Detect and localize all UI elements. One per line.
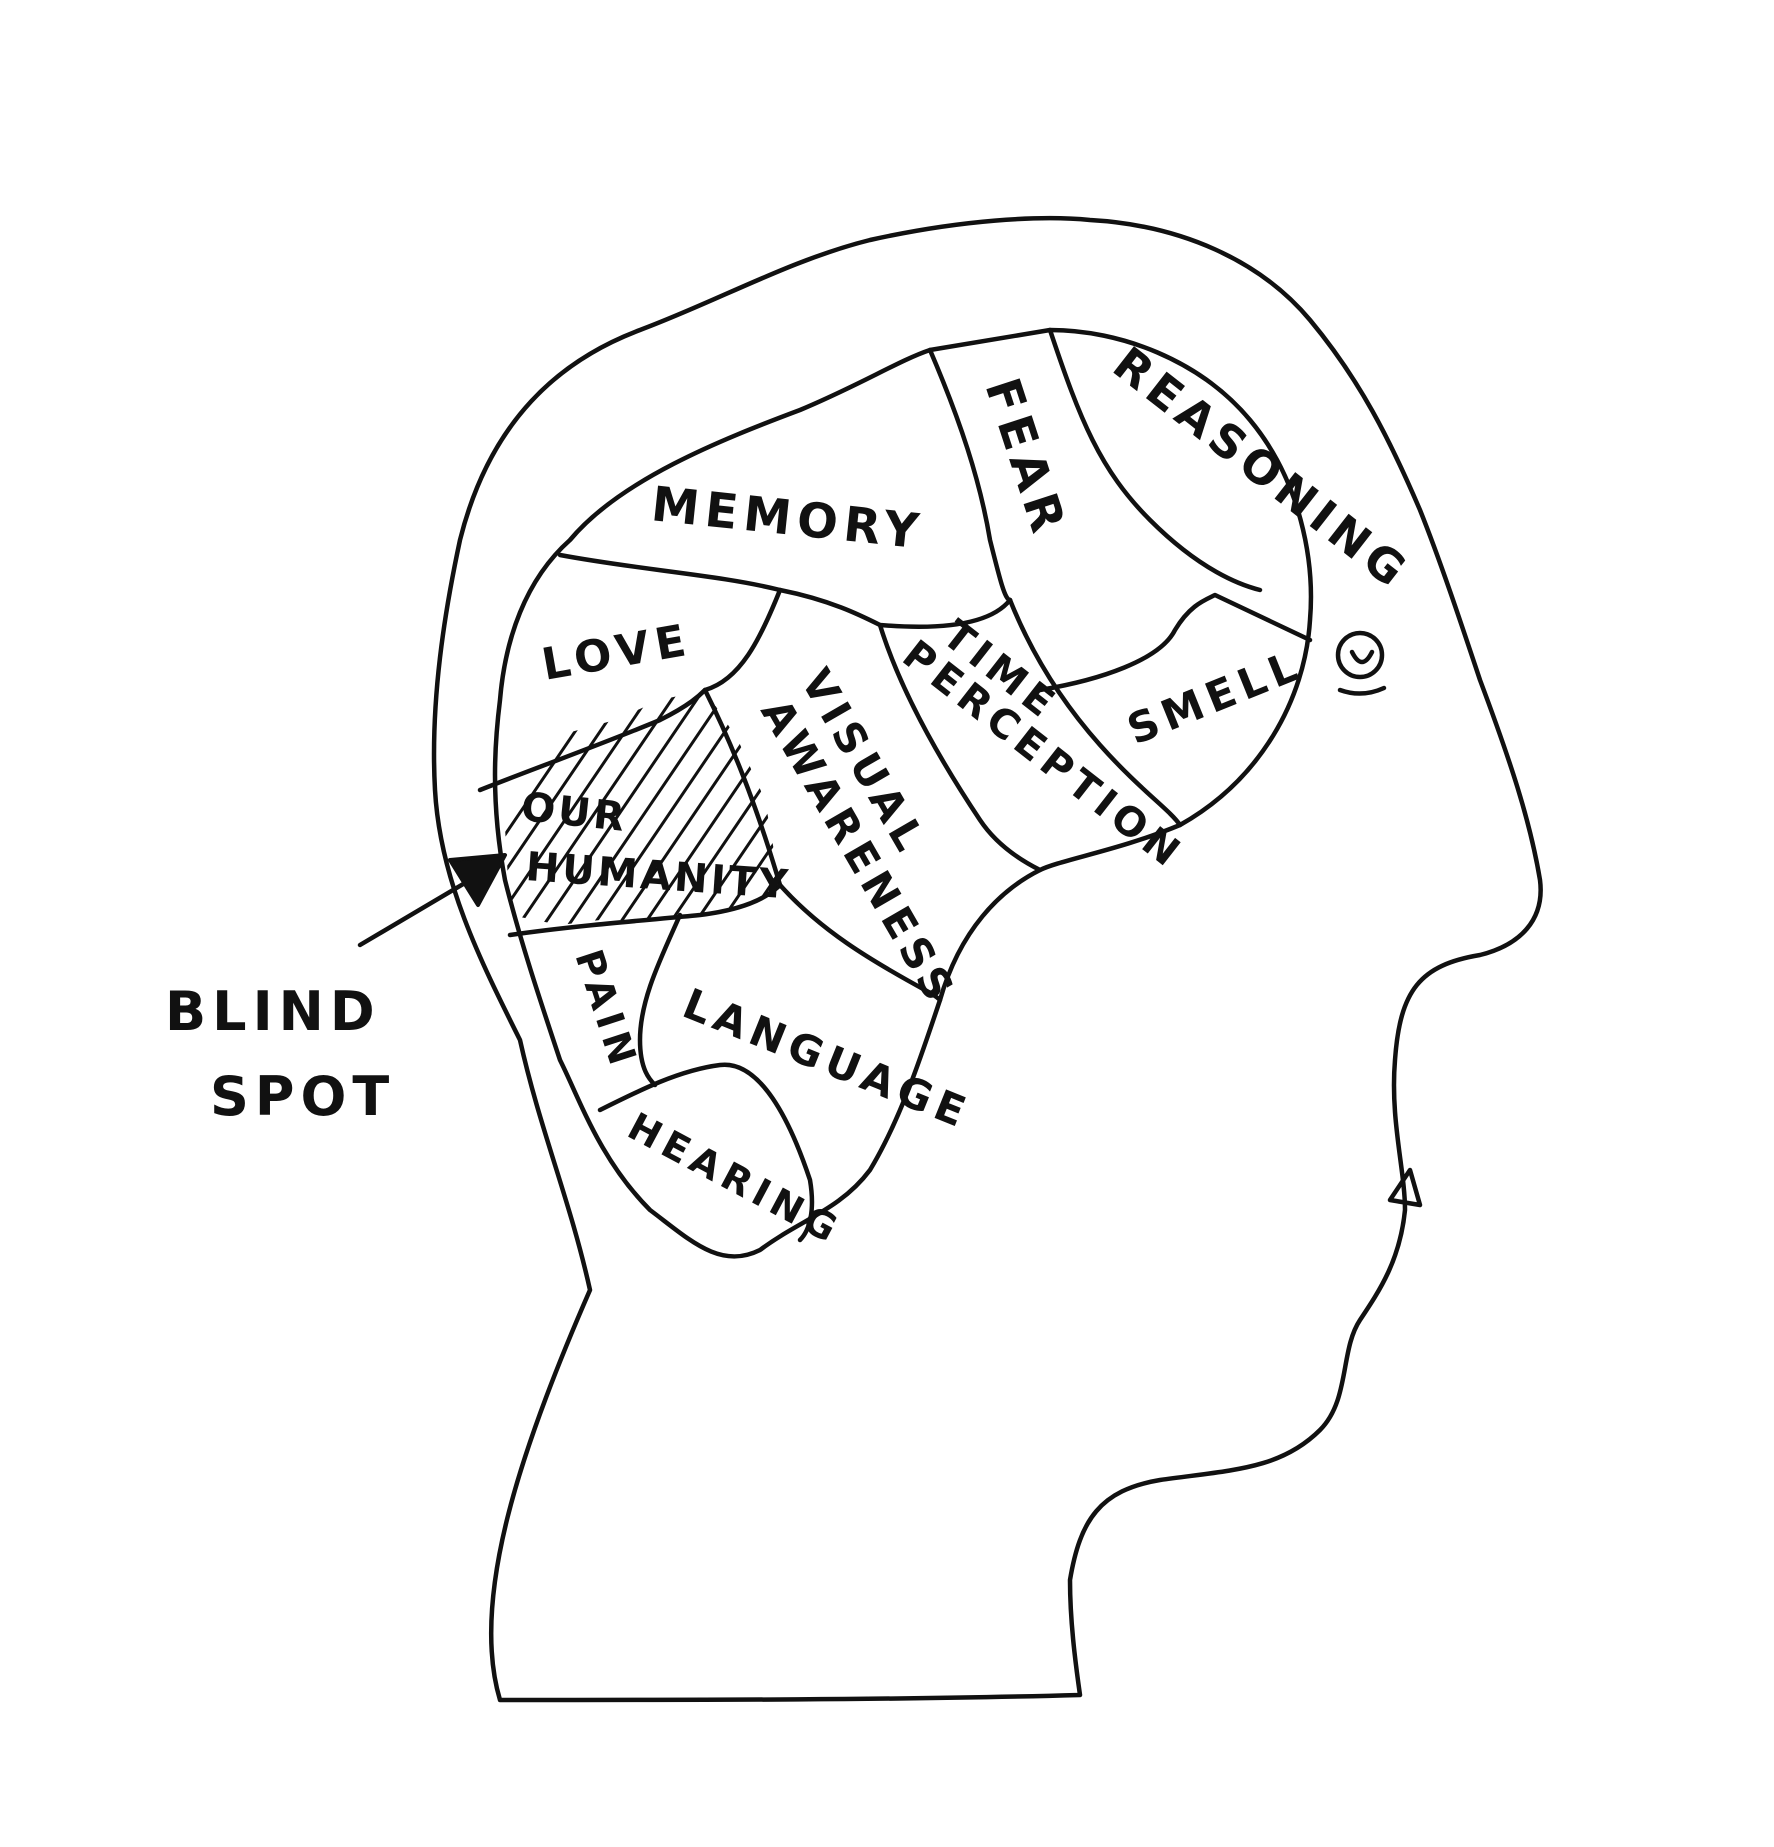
callout-spot: SPOT [210,1065,395,1128]
label-fear: FEAR [974,371,1078,544]
blind-spot-arrow [357,853,507,948]
brain-outline [492,327,1314,1259]
head-outline [431,215,1543,1703]
label-memory: MEMORY [649,476,928,560]
nostril-mark [1387,1167,1423,1208]
label-pain: PAIN [566,944,646,1075]
label-humanity-line1: OUR [519,784,630,841]
callout-blind: BLIND [165,980,381,1043]
label-humanity-line2: HUMANITY [524,844,792,908]
label-love: LOVE [538,614,695,690]
label-reasoning: REASONING [1103,336,1420,601]
label-hearing: HEARING [621,1104,850,1253]
eye-icon [1335,630,1387,696]
